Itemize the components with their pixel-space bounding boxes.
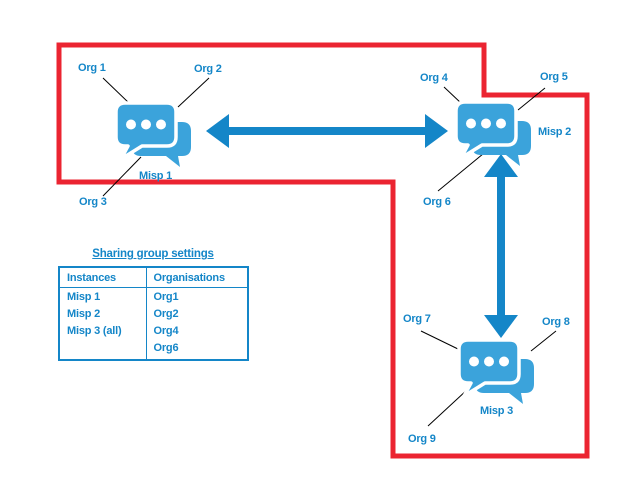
connector-org7 [420, 330, 459, 350]
sharing-group-settings-panel: Sharing group settings Instances Organis… [58, 248, 249, 361]
cell-instance: Misp 2 [67, 307, 101, 320]
label-org-6: Org 6 [423, 196, 451, 208]
label-org-1: Org 1 [78, 62, 106, 74]
label-org-2: Org 2 [194, 63, 222, 75]
connector-org9 [427, 388, 469, 427]
arrow-misp2-misp3-icon [484, 154, 518, 338]
cell-organisation: Org1 [145, 287, 248, 305]
column-header-organisations: Organisations [145, 267, 248, 288]
sharing-boundary-outline [56, 42, 590, 459]
connector-org5 [517, 87, 546, 111]
label-org-5: Org 5 [540, 71, 568, 83]
label-misp-1: Misp 1 [139, 170, 173, 182]
connector-lines [102, 77, 557, 427]
connector-org2 [177, 77, 210, 108]
table-row: Org6 [59, 339, 248, 360]
connector-org3 [102, 156, 142, 197]
table-row: Misp 1 Org1 [59, 287, 248, 305]
cell-organisation: Org2 [145, 305, 248, 322]
connector-org4 [443, 86, 463, 105]
cell-instance: Misp 3 (all) [67, 324, 122, 337]
table-row: Misp 2 Org2 [59, 305, 248, 322]
cell-instance [59, 339, 146, 360]
cell-organisation: Org6 [145, 339, 248, 360]
table-row: Misp 3 (all) Org4 [59, 322, 248, 339]
misp-1-chat-bubbles-icon [114, 101, 193, 169]
connector-org6 [437, 148, 490, 192]
label-org-9: Org 9 [408, 433, 436, 445]
label-org-3: Org 3 [79, 196, 107, 208]
misp-3-chat-bubbles-icon [457, 338, 536, 406]
arrow-misp1-misp2-icon [206, 114, 448, 148]
table-header-row: Instances Organisations [59, 267, 248, 288]
column-header-instances: Instances [59, 267, 146, 288]
misp-2-chat-bubbles-icon [454, 100, 533, 168]
sharing-group-settings-title: Sharing group settings [92, 248, 214, 260]
cell-organisation: Org4 [145, 322, 248, 339]
label-org-8: Org 8 [542, 316, 570, 328]
cell-instance: Misp 1 [67, 290, 101, 303]
sharing-group-settings-table: Instances Organisations Misp 1 Org1 Misp… [58, 266, 249, 361]
label-org-7: Org 7 [403, 313, 431, 325]
connector-org8 [530, 330, 557, 352]
connector-org1 [102, 77, 131, 105]
label-misp-2: Misp 2 [538, 126, 572, 138]
label-misp-3: Misp 3 [480, 405, 514, 417]
label-org-4: Org 4 [420, 72, 448, 84]
